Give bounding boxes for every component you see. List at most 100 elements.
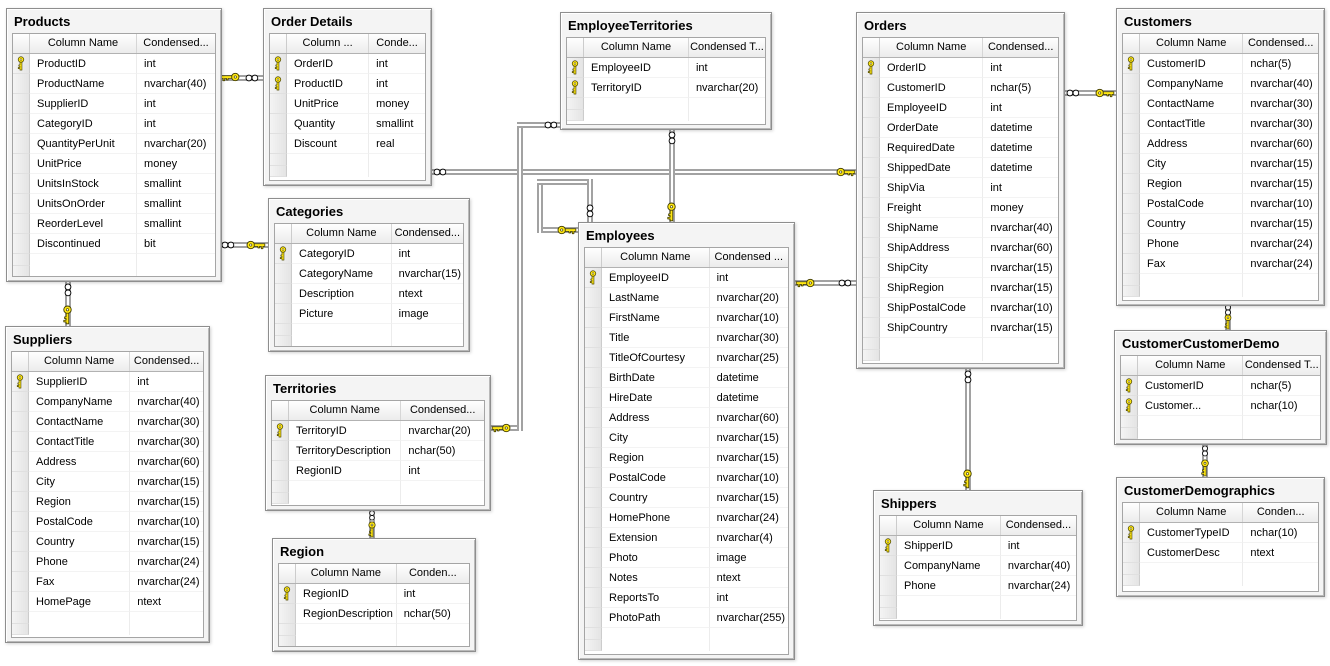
table-title-bar[interactable]: Shippers xyxy=(874,491,1082,514)
column-name-cell[interactable]: CategoryName xyxy=(292,264,392,284)
row-selector[interactable] xyxy=(880,608,897,619)
data-type-cell[interactable]: int xyxy=(130,372,203,392)
data-type-cell[interactable]: nvarchar(10) xyxy=(983,298,1058,318)
table-title-bar[interactable]: Region xyxy=(273,539,475,562)
row-selector[interactable] xyxy=(863,258,880,278)
data-type-cell[interactable]: nvarchar(60) xyxy=(709,408,788,428)
data-type-cell[interactable]: int xyxy=(709,268,788,288)
row-selector[interactable] xyxy=(12,552,29,572)
data-type-cell[interactable]: nvarchar(15) xyxy=(983,318,1058,338)
row-selector[interactable] xyxy=(275,336,292,346)
data-type-cell[interactable]: nvarchar(255) xyxy=(709,608,788,628)
row-selector[interactable] xyxy=(1123,54,1140,74)
data-type-cell[interactable]: datetime xyxy=(709,388,788,408)
row-selector[interactable] xyxy=(585,288,602,308)
data-type-cell[interactable]: nvarchar(15) xyxy=(709,428,788,448)
column-name-cell[interactable]: HomePage xyxy=(29,592,131,612)
column-name-cell[interactable]: UnitsOnOrder xyxy=(30,194,138,214)
column-name-cell[interactable]: Region xyxy=(29,492,131,512)
row-selector[interactable] xyxy=(1121,416,1138,428)
column-name-cell[interactable]: CompanyName xyxy=(1140,74,1244,94)
table-title-bar[interactable]: EmployeeTerritories xyxy=(561,13,771,36)
row-selector[interactable] xyxy=(567,98,584,110)
row-selector[interactable] xyxy=(585,408,602,428)
column-name-cell[interactable]: ShipperID xyxy=(897,536,1001,556)
row-selector[interactable] xyxy=(279,624,296,636)
row-selector[interactable] xyxy=(12,432,29,452)
column-name-cell[interactable]: Quantity xyxy=(287,114,370,134)
row-selector[interactable] xyxy=(270,134,287,154)
row-selector[interactable] xyxy=(1123,174,1140,194)
data-type-cell[interactable]: datetime xyxy=(709,368,788,388)
data-type-cell[interactable]: nvarchar(15) xyxy=(983,278,1058,298)
column-name-cell[interactable]: TerritoryDescription xyxy=(289,441,402,461)
row-selector[interactable] xyxy=(863,78,880,98)
row-selector[interactable] xyxy=(863,198,880,218)
data-type-cell[interactable]: nvarchar(4) xyxy=(709,528,788,548)
data-type-cell[interactable]: int xyxy=(983,178,1058,198)
column-name-cell[interactable]: OrderID xyxy=(880,58,984,78)
column-name-cell[interactable]: Fax xyxy=(29,572,131,592)
row-selector[interactable] xyxy=(13,234,30,254)
data-type-cell[interactable]: nvarchar(24) xyxy=(1243,254,1318,274)
row-selector[interactable] xyxy=(1121,376,1138,396)
row-selector[interactable] xyxy=(270,154,287,166)
row-selector[interactable] xyxy=(585,468,602,488)
column-name-cell[interactable]: ShippedDate xyxy=(880,158,984,178)
row-selector[interactable] xyxy=(1123,234,1140,254)
row-selector[interactable] xyxy=(1123,134,1140,154)
table-title-bar[interactable]: Customers xyxy=(1117,9,1324,32)
row-selector[interactable] xyxy=(863,278,880,298)
row-selector[interactable] xyxy=(270,114,287,134)
column-name-cell[interactable]: RequiredDate xyxy=(880,138,984,158)
row-selector[interactable] xyxy=(863,58,880,78)
column-name-cell[interactable]: CustomerTypeID xyxy=(1140,523,1244,543)
data-type-cell[interactable]: nvarchar(30) xyxy=(709,328,788,348)
row-selector[interactable] xyxy=(13,54,30,74)
data-type-cell[interactable]: ntext xyxy=(709,568,788,588)
row-selector[interactable] xyxy=(585,508,602,528)
row-selector[interactable] xyxy=(863,318,880,338)
column-name-cell[interactable]: TerritoryID xyxy=(289,421,402,441)
column-name-cell[interactable]: UnitsInStock xyxy=(30,174,138,194)
row-selector[interactable] xyxy=(279,604,296,624)
relationship-line-fk-orders-employees[interactable] xyxy=(793,280,856,286)
column-name-cell[interactable]: Extension xyxy=(602,528,710,548)
data-type-cell[interactable]: nvarchar(24) xyxy=(1243,234,1318,254)
row-selector[interactable] xyxy=(863,178,880,198)
data-type-cell[interactable]: datetime xyxy=(983,118,1058,138)
column-name-cell[interactable]: ShipCity xyxy=(880,258,984,278)
data-type-cell[interactable]: int xyxy=(369,74,425,94)
data-type-cell[interactable]: nchar(10) xyxy=(1243,396,1320,416)
row-selector[interactable] xyxy=(1123,154,1140,174)
column-name-cell[interactable]: TitleOfCourtesy xyxy=(602,348,710,368)
data-type-cell[interactable]: datetime xyxy=(983,138,1058,158)
column-name-cell[interactable]: City xyxy=(29,472,131,492)
row-selector[interactable] xyxy=(279,636,296,646)
data-type-cell[interactable]: int xyxy=(369,54,425,74)
data-type-cell[interactable]: nvarchar(15) xyxy=(1243,174,1318,194)
column-name-cell[interactable]: City xyxy=(602,428,710,448)
row-selector[interactable] xyxy=(12,624,29,635)
column-name-cell[interactable]: HireDate xyxy=(602,388,710,408)
column-name-cell[interactable]: ProductID xyxy=(30,54,138,74)
column-name-cell[interactable]: Notes xyxy=(602,568,710,588)
data-type-cell[interactable]: nvarchar(60) xyxy=(130,452,203,472)
column-name-cell[interactable]: ShipPostalCode xyxy=(880,298,984,318)
relationship-line-fk-employees-employees-reportsto[interactable] xyxy=(587,179,593,222)
data-type-cell[interactable]: nvarchar(15) xyxy=(1243,154,1318,174)
data-type-cell[interactable]: nvarchar(20) xyxy=(137,134,215,154)
row-selector[interactable] xyxy=(1123,214,1140,234)
column-name-cell[interactable]: Discontinued xyxy=(30,234,138,254)
row-selector[interactable] xyxy=(863,238,880,258)
data-type-cell[interactable]: nvarchar(40) xyxy=(983,218,1058,238)
column-name-cell[interactable]: ReorderLevel xyxy=(30,214,138,234)
column-name-cell[interactable]: EmployeeID xyxy=(584,58,689,78)
row-selector[interactable] xyxy=(863,338,880,350)
column-name-cell[interactable]: PostalCode xyxy=(602,468,710,488)
row-selector[interactable] xyxy=(880,536,897,556)
